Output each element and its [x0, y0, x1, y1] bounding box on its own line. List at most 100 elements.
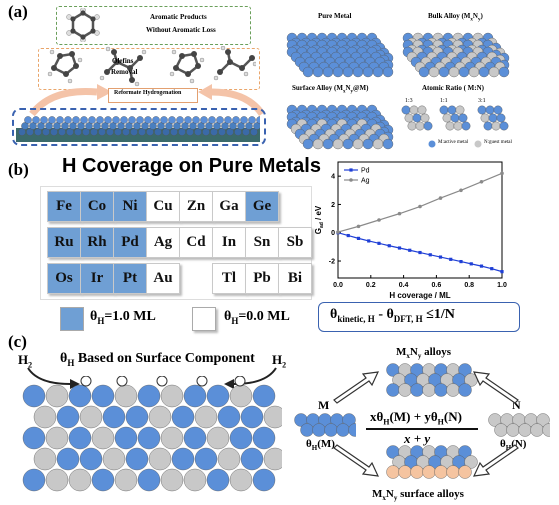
surface-atom: [206, 426, 230, 450]
cluster-atom: [493, 105, 503, 115]
benzene-molecule-icon: [66, 8, 100, 42]
surface-atom: [45, 384, 69, 408]
surface-atom: [22, 384, 46, 408]
slab-atom: [144, 116, 152, 124]
cluster-atom: [420, 113, 430, 123]
surface-atom: [160, 468, 184, 492]
cluster-atom: [439, 105, 449, 115]
data-point-ag: [479, 180, 484, 184]
x-tick-label: 0.2: [366, 282, 376, 289]
reformate-box: [108, 88, 198, 103]
pure-metal-title: Pure Metal: [318, 12, 352, 20]
data-point-pd: [418, 250, 422, 255]
surface-atom: [114, 468, 138, 492]
slab-atom: [58, 128, 66, 136]
metal-atom: [312, 66, 324, 78]
slab-atom: [154, 128, 162, 136]
metal-atom: [322, 66, 334, 78]
slab-atom: [162, 128, 170, 136]
metal-atom: [448, 66, 460, 78]
slab-atom: [248, 116, 256, 124]
plot-frame: [337, 161, 503, 279]
cluster-atom: [445, 121, 455, 131]
surface-atom: [217, 447, 241, 471]
element-cell-cd: Cd: [179, 227, 213, 258]
element-cell-os: Os: [47, 263, 81, 294]
element-cell-in: In: [212, 227, 246, 258]
slab-atom: [224, 116, 232, 124]
slab-atom: [37, 122, 45, 130]
metal-atom: [478, 66, 490, 78]
data-point-pd: [356, 236, 361, 240]
slab-atom: [72, 116, 80, 124]
slab-atom: [205, 122, 213, 130]
data-point-ag: [438, 196, 443, 200]
surface-atom: [171, 447, 195, 471]
data-point-pd: [500, 270, 504, 274]
data-point-pd: [408, 248, 412, 252]
slab-atom: [221, 122, 229, 130]
surface-atom: [137, 468, 161, 492]
cluster-atom: [434, 465, 448, 479]
slab-atom: [210, 128, 218, 136]
surface-alloy-cluster: [386, 445, 478, 479]
cluster-atom: [499, 121, 509, 131]
legend-label-pd: Pd: [361, 168, 370, 175]
adsorbed-h-atom: [234, 376, 246, 387]
cluster-atom: [342, 413, 356, 427]
legend-marker: [349, 168, 353, 172]
slab-atom: [125, 122, 133, 130]
metal-atom: [458, 66, 470, 78]
cluster-atom: [458, 383, 472, 397]
metal-atom: [372, 138, 384, 150]
data-point-pd: [377, 241, 381, 245]
slab-atom: [82, 128, 90, 136]
m-metal-cluster: [294, 413, 356, 437]
slab-atom: [146, 128, 154, 136]
data-point-pd: [469, 262, 473, 266]
slab-atom: [232, 116, 240, 124]
slab-atom: [128, 116, 136, 124]
olefins-text: Olefins: [112, 57, 134, 65]
slab-atom: [56, 116, 64, 124]
surface-atom: [217, 405, 241, 429]
y-tick-label: 0: [331, 230, 335, 237]
slab-atom: [194, 128, 202, 136]
slab-atom: [45, 122, 53, 130]
element-cell-ga: Ga: [212, 191, 246, 222]
x-tick-label: 0.0: [333, 282, 343, 289]
data-point-pd: [397, 246, 402, 250]
panel-b-label: (b): [8, 160, 29, 179]
metal-atom: [302, 138, 314, 150]
slab-atom: [216, 116, 224, 124]
slab-atom: [53, 122, 61, 130]
cluster-atom: [477, 105, 487, 115]
cluster-atom: [458, 465, 472, 479]
surface-atom: [183, 468, 207, 492]
metal-atom: [352, 138, 364, 150]
surface-atom: [229, 426, 253, 450]
slab-atom: [181, 122, 189, 130]
data-point-pd: [367, 239, 371, 243]
data-point-pd: [490, 267, 494, 271]
legend-active-metal-text: M:active metal: [438, 140, 469, 145]
panel-a-label: (a): [8, 2, 28, 21]
data-point-pd: [459, 259, 463, 264]
legend-on-swatch: [60, 307, 84, 331]
surface-atom: [102, 405, 126, 429]
surface-atom: [137, 384, 161, 408]
metal-atom: [488, 66, 500, 78]
slab-atom: [213, 122, 221, 130]
legend-off-text: θH=0.0 ML: [224, 309, 290, 326]
cluster-atom: [417, 105, 427, 115]
surface-atom: [240, 447, 264, 471]
element-cell-cu: Cu: [146, 191, 180, 222]
n-label: N: [512, 398, 521, 412]
metal-atom: [302, 66, 314, 78]
surface-atom: [91, 426, 115, 450]
surface-alloy-structure: [286, 104, 394, 150]
metal-atom: [428, 66, 440, 78]
surface-atom: [240, 405, 264, 429]
surface-atom: [148, 405, 172, 429]
